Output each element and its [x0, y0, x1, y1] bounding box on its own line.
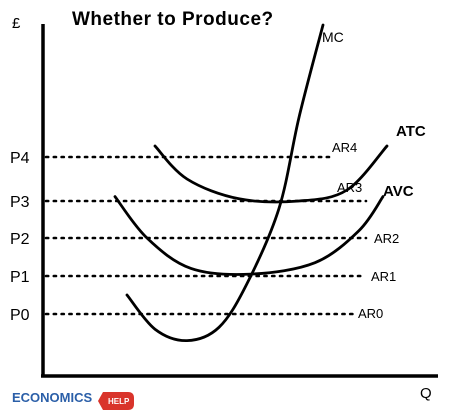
mc-label: MC [322, 29, 344, 45]
tick-label-p2: P2 [10, 231, 30, 248]
ar-label-ar4: AR4 [332, 140, 357, 155]
tick-label-p4: P4 [10, 150, 30, 167]
tick-label-p0: P0 [10, 307, 30, 324]
help-badge: HELP [98, 392, 134, 410]
ar-label-ar2: AR2 [374, 231, 399, 246]
atc-curve [153, 144, 389, 204]
ar-label-ar1: AR1 [371, 269, 396, 284]
economics-help-logo: ECONOMICS HELP [12, 390, 134, 410]
atc-label: ATC [396, 123, 426, 140]
cost-curves: MC ATC AVC [113, 23, 426, 343]
y-axis-label: £ [12, 15, 21, 32]
mc-curve [125, 23, 325, 343]
logo-wordmark: ECONOMICS [12, 390, 93, 405]
chart-title: Whether to Produce? [72, 9, 274, 30]
avc-label: AVC [383, 183, 414, 200]
ar-label-ar0: AR0 [358, 306, 383, 321]
tick-label-p1: P1 [10, 269, 30, 286]
x-axis-label: Q [420, 385, 432, 402]
logo-badge-text: HELP [108, 397, 130, 406]
tick-label-p3: P3 [10, 194, 30, 211]
avc-curve [113, 195, 385, 276]
